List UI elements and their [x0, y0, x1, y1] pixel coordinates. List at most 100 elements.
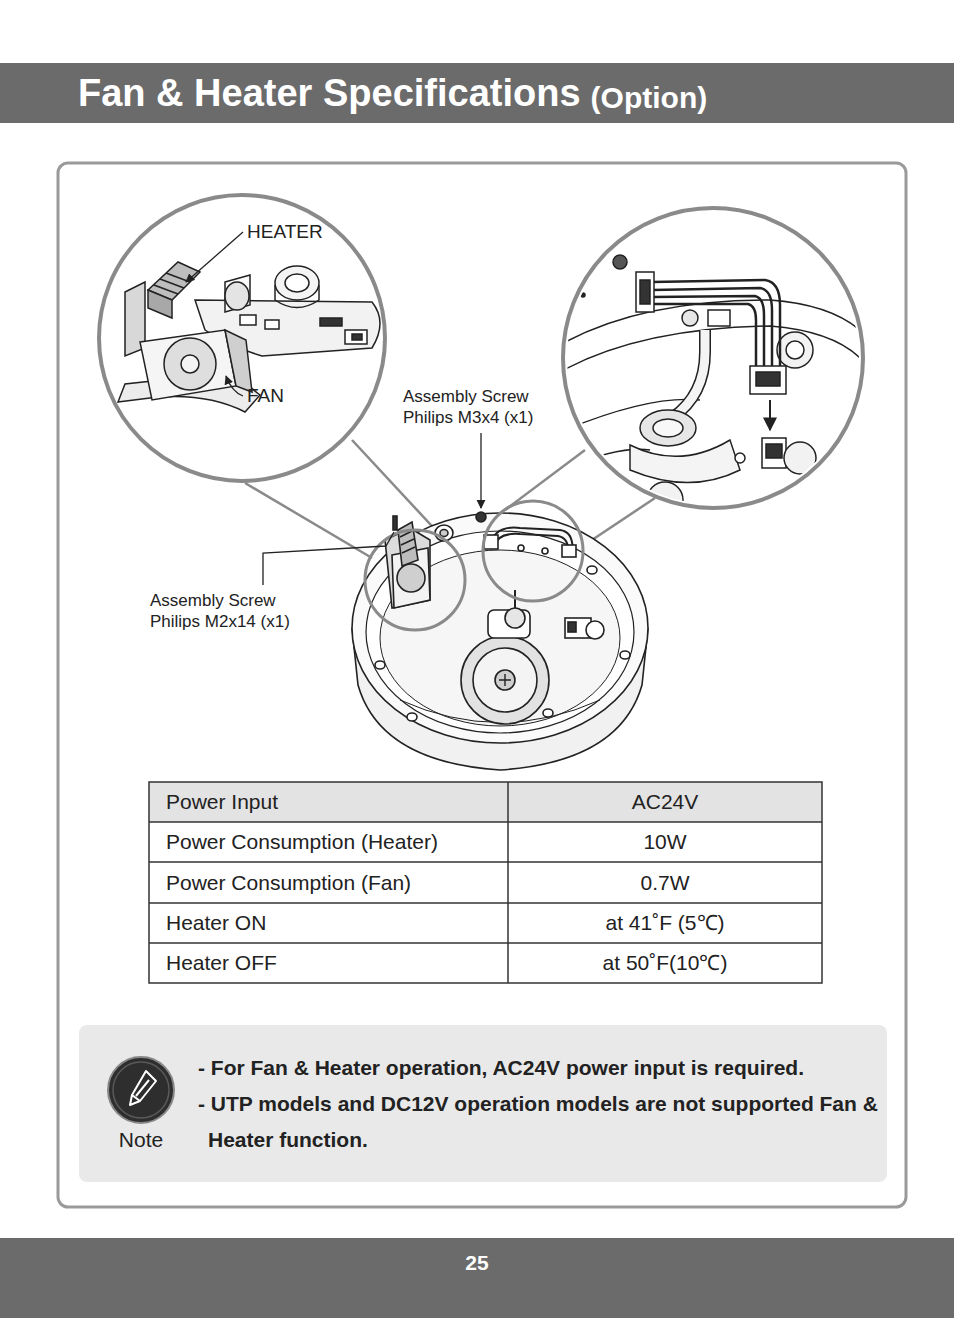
table-cell: at 41˚F (5℃) [508, 903, 822, 943]
camera-housing [352, 512, 648, 770]
path-shape [148, 290, 172, 318]
rect-shape [762, 438, 786, 468]
ellipse-shape [653, 419, 683, 437]
path-shape [652, 288, 772, 370]
line-shape [401, 539, 414, 545]
line-shape [149, 902, 822, 904]
path-shape [672, 330, 705, 418]
line-shape [480, 433, 481, 508]
line-shape [402, 547, 415, 553]
page-number: 25 [0, 1250, 954, 1276]
circle-shape [505, 608, 525, 628]
footer-band: 25 [0, 1238, 954, 1318]
ellipse-shape [375, 661, 385, 669]
rect-shape [345, 330, 367, 344]
path-shape [226, 376, 243, 396]
rect-shape [393, 516, 397, 530]
icon-ring [113, 1062, 169, 1118]
screw-label: Assembly Screw Philips M3x4 (x1) [403, 386, 568, 428]
line-shape [769, 400, 771, 430]
rect-shape [149, 782, 822, 822]
note-text: - UTP models and DC12V operation models … [198, 1086, 898, 1158]
circle-shape [181, 355, 199, 373]
spec-table-grid [149, 782, 822, 983]
rect-shape [568, 622, 576, 632]
content-panel [58, 163, 906, 1207]
line-shape [149, 942, 822, 944]
rect-shape [750, 366, 786, 394]
connector-wiring [560, 255, 870, 518]
circle-shape [483, 501, 583, 601]
ellipse-shape [275, 266, 319, 300]
path-shape [225, 275, 250, 312]
path-shape [140, 330, 236, 400]
circle-shape [365, 530, 465, 630]
rect-shape [766, 444, 782, 458]
path-shape [630, 440, 740, 483]
path-shape [492, 534, 568, 556]
circle-shape [476, 512, 486, 522]
rect-shape [562, 545, 576, 557]
ellipse-shape [285, 274, 309, 292]
line-shape [245, 483, 372, 558]
table-cell: Heater ON [166, 903, 266, 943]
header-band [0, 63, 954, 123]
icon-circle [108, 1057, 174, 1123]
magnifier-right [563, 208, 863, 508]
title-suffix: (Option) [591, 76, 708, 120]
circle-shape [518, 545, 524, 551]
table-cell: Power Consumption (Fan) [166, 862, 411, 903]
table-cell: AC24V [508, 782, 822, 822]
path-shape [652, 304, 756, 370]
table-cell: 0.7W [508, 862, 822, 903]
path-shape [490, 528, 573, 555]
circle-shape [581, 293, 585, 297]
rect-shape [352, 334, 362, 340]
ellipse-shape [352, 513, 648, 743]
note-text: - For Fan & Heater operation, AC24V powe… [198, 1050, 898, 1086]
ellipse-shape [225, 282, 249, 310]
line-shape [166, 273, 190, 282]
rect-shape [149, 782, 822, 983]
magnifier-small-circles [365, 501, 583, 630]
pen-symbol [130, 1071, 156, 1105]
path-shape [652, 280, 780, 370]
magnifier-left [99, 195, 385, 481]
table-cell: Power Input [166, 782, 278, 822]
ellipse-shape [380, 550, 620, 726]
part-label: FAN [247, 385, 284, 408]
circle-shape [786, 341, 804, 359]
table-cell: Power Consumption (Heater) [166, 822, 438, 862]
circle-shape [164, 338, 216, 390]
ellipse-shape [640, 410, 696, 446]
circle-shape [461, 636, 549, 724]
rect-shape [640, 280, 650, 304]
screw-label: Assembly Screw Philips M2x14 (x1) [150, 590, 315, 632]
note-panel: Note- For Fan & Heater operation, AC24V … [79, 1025, 887, 1182]
path-shape [499, 674, 511, 686]
circle-shape [542, 548, 548, 554]
circle-shape [647, 482, 683, 518]
path-shape [560, 326, 870, 372]
rect-shape [320, 318, 342, 326]
path-shape [672, 330, 705, 418]
rect-shape [708, 310, 730, 326]
path-shape [263, 532, 394, 585]
circle-shape [586, 621, 604, 639]
path-shape [652, 296, 764, 370]
rect-shape [756, 372, 780, 386]
table-cell: Heater OFF [166, 943, 277, 983]
line-shape [149, 821, 822, 823]
circle-shape [473, 648, 537, 712]
ellipse-shape [440, 530, 448, 537]
circle-shape [397, 564, 425, 592]
line-shape [149, 861, 822, 863]
fan-heater-module [118, 262, 380, 412]
circle-shape [777, 332, 813, 368]
ellipse-shape [407, 713, 417, 721]
line-shape [507, 782, 509, 983]
circle-shape [784, 442, 816, 474]
ellipse-shape [620, 651, 630, 659]
ellipse-shape [587, 566, 597, 574]
